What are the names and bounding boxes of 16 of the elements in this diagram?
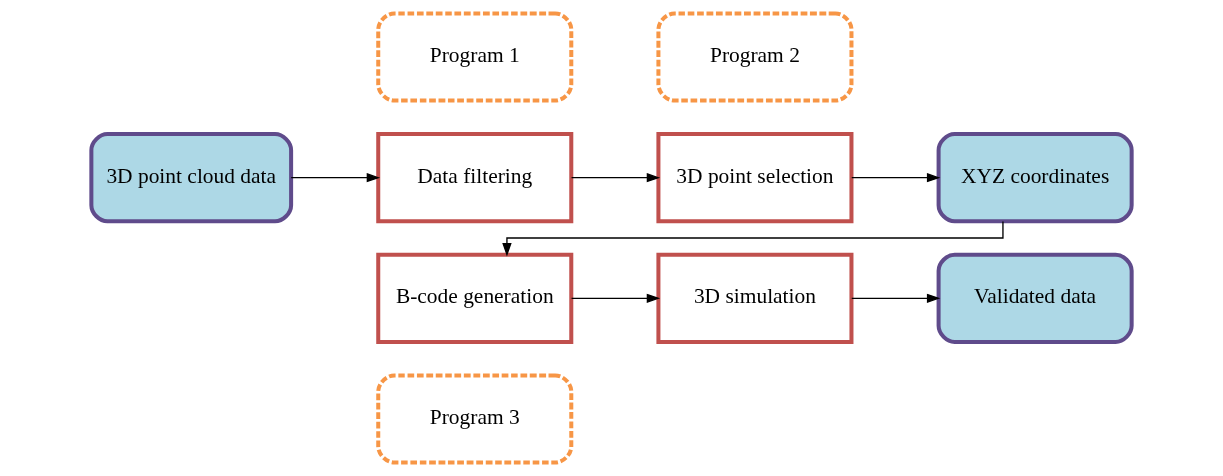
arrow — [851, 293, 941, 304]
node-box: 3D point cloud data — [89, 132, 294, 224]
node-box: Program 1 — [376, 11, 574, 103]
node-box: 3D point selection — [656, 132, 854, 224]
arrow — [851, 172, 941, 183]
node-box: Program 2 — [656, 11, 854, 103]
node-box: Data filtering — [376, 132, 574, 224]
arrow — [502, 220, 1004, 257]
arrow — [290, 172, 381, 183]
arrow — [570, 293, 661, 304]
node-box: B-code generation — [376, 252, 574, 344]
node-box: 3D simulation — [656, 252, 854, 344]
node-box: Program 3 — [376, 373, 574, 465]
arrow — [570, 172, 661, 183]
node-box: XYZ coordinates — [936, 132, 1134, 224]
node-box: Validated data — [936, 252, 1134, 344]
